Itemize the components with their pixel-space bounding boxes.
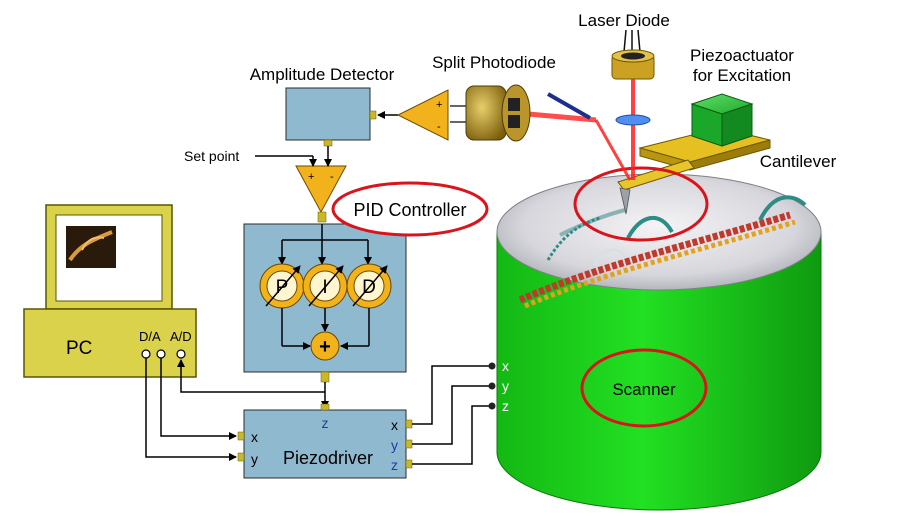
pc-label: PC [66, 338, 92, 359]
svg-text:+: + [436, 99, 442, 111]
piezoactuator-label-1: Piezoactuator [690, 46, 794, 65]
sample-surface [518, 195, 807, 309]
split-photodiode-label: Split Photodiode [432, 53, 556, 72]
svg-text:+: + [319, 336, 331, 358]
svg-text:A/D: A/D [170, 329, 192, 344]
split-photodiode [450, 84, 531, 142]
scanner-cylinder [496, 173, 822, 511]
svg-text:D/A: D/A [139, 329, 161, 344]
pid-highlight [331, 181, 489, 237]
svg-text:-: - [437, 121, 441, 133]
laser-diode [611, 29, 655, 80]
d-element: D [346, 263, 392, 309]
piezoactuator-label-2: for Excitation [693, 66, 791, 85]
cantilever-highlight [573, 166, 709, 242]
svg-text:z: z [391, 457, 398, 473]
scanner-highlight [580, 348, 708, 428]
scanner-label: Scanner [612, 380, 676, 399]
differential-amplifier: + - [396, 89, 449, 141]
cantilever-label: Cantilever [760, 152, 837, 171]
error-amplifier [295, 165, 347, 214]
pid-controller-label: PID Controller [353, 200, 466, 220]
svg-text:+: + [308, 171, 314, 183]
svg-text:-: - [330, 171, 334, 183]
svg-text:y: y [251, 451, 258, 467]
cantilever-assembly [617, 93, 771, 215]
svg-text:y: y [502, 378, 509, 394]
piezoactuator-cube [690, 93, 754, 147]
p-element: P [259, 263, 305, 309]
set-point-label: Set point [184, 148, 239, 164]
summing-junction: + [310, 331, 340, 361]
laser-diode-label: Laser Diode [578, 11, 670, 30]
piezodriver-box [243, 409, 407, 479]
svg-text:z: z [502, 398, 509, 414]
svg-text:y: y [391, 437, 398, 453]
piezodriver-label: Piezodriver [283, 448, 373, 468]
i-element: I [302, 263, 348, 309]
svg-text:x: x [251, 429, 258, 445]
pc-computer [23, 204, 197, 378]
svg-text:x: x [391, 417, 398, 433]
svg-text:x: x [502, 358, 509, 374]
amplitude-detector-box [285, 87, 371, 141]
svg-text:z: z [322, 415, 329, 431]
amplitude-detector-label: Amplitude Detector [250, 65, 395, 84]
focus-lens [615, 114, 651, 126]
mirror [547, 92, 591, 120]
